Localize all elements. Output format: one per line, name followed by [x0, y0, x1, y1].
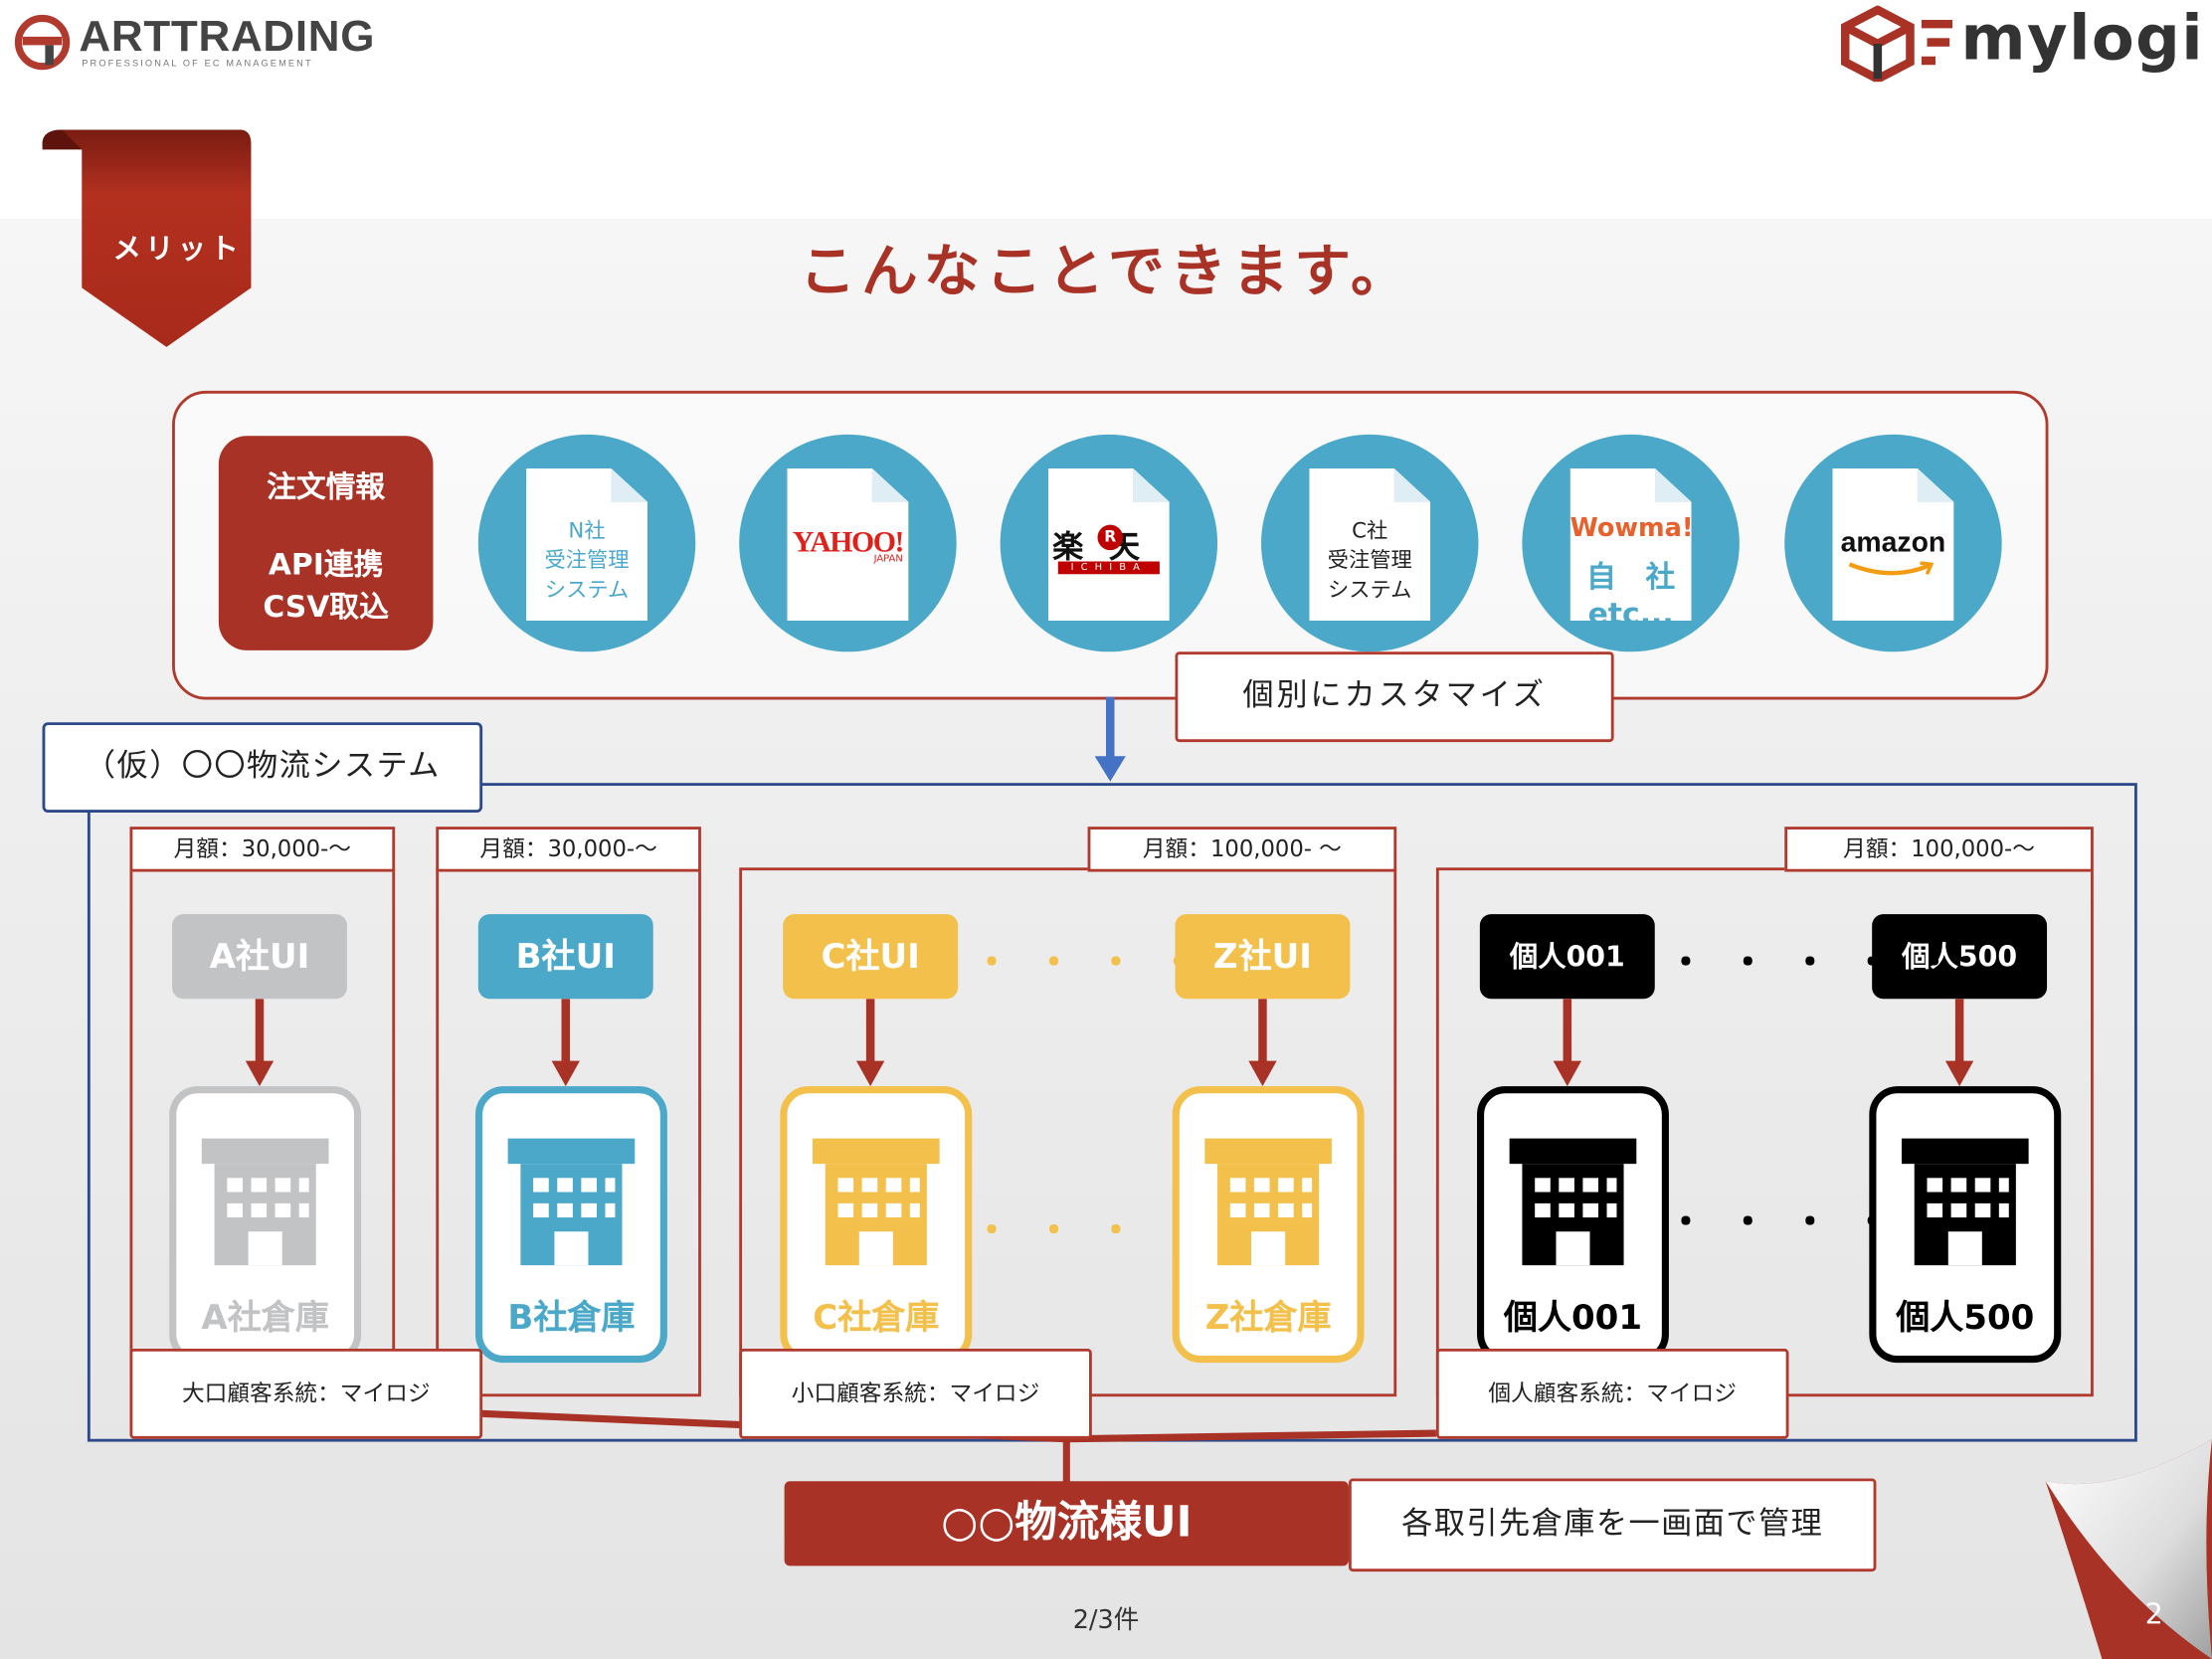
source-rakuten: 楽天 R ICHIBA	[1000, 434, 1218, 652]
c-warehouse: C社倉庫	[780, 1086, 973, 1364]
arrow-down-icon	[1553, 999, 1581, 1087]
c-ui-button[interactable]: C社UI	[783, 914, 959, 1000]
order-info-methods: API連携 CSV取込	[263, 547, 389, 624]
ribbon-label: メリット	[112, 231, 243, 266]
ellipsis-dots: ・・・・・	[973, 942, 1284, 986]
individual-001-warehouse: 個人001	[1477, 1086, 1669, 1364]
price-label: 月額：100,000-〜	[1784, 827, 2094, 872]
arttrading-emblem-icon	[14, 14, 71, 71]
building-icon	[1204, 1138, 1332, 1266]
arrow-down-icon	[1944, 999, 1974, 1087]
building-icon	[201, 1138, 329, 1266]
source-yahoo: YAHOO! JAPAN	[739, 434, 957, 652]
wowma-logo: Wowma!	[1569, 513, 1694, 544]
mylogi-speed-lines-icon	[1921, 19, 1953, 66]
pager-text: 2/3件	[1072, 1605, 1140, 1635]
logistics-system-label: （仮）〇〇物流システム	[42, 722, 483, 813]
mylogi-name: mylogi	[1960, 2, 2205, 76]
z-warehouse: Z社倉庫	[1172, 1086, 1365, 1364]
building-icon	[507, 1138, 636, 1266]
manage-note: 各取引先倉庫を一画面で管理	[1348, 1478, 1877, 1572]
arrow-down-icon	[245, 999, 275, 1087]
flow-arrow-down-icon	[1094, 696, 1126, 782]
a-warehouse: A社倉庫	[169, 1086, 362, 1364]
source-n-system: N社 受注管理 システム	[477, 434, 696, 652]
source-wowma-own: Wowma! 自 社 etc...	[1522, 434, 1740, 652]
arttrading-logo: ARTTRADING PROFESSIONAL OF EC MANAGEMENT	[14, 11, 409, 79]
route-label-small: 小口顧客系統：マイロジ	[739, 1348, 1092, 1439]
amazon-logo: amazon	[1840, 527, 1946, 559]
mylogi-cube-icon	[1840, 5, 1915, 83]
b-ui-button[interactable]: B社UI	[477, 914, 653, 1000]
order-info-title: 注文情報	[267, 469, 386, 504]
a-ui-button[interactable]: A社UI	[172, 914, 347, 1000]
rakuten-logo: 楽天	[1048, 522, 1170, 567]
building-icon	[1509, 1138, 1637, 1266]
b-warehouse: B社倉庫	[474, 1086, 667, 1364]
source-amazon: amazon	[1784, 434, 2002, 652]
individual-500-warehouse: 個人500	[1869, 1086, 2062, 1364]
arrow-down-icon	[1248, 999, 1277, 1087]
arrow-down-icon	[855, 999, 885, 1087]
page-title: こんなことできます。	[799, 240, 1413, 305]
price-label: 月額：30,000-〜	[129, 827, 396, 872]
page-number: 2	[2144, 1596, 2163, 1631]
z-ui-button[interactable]: Z社UI	[1175, 914, 1351, 1000]
mylogi-logo: mylogi	[1834, 0, 2212, 85]
ribbon-tag	[42, 129, 252, 347]
ellipsis-dots: ・・・・・	[1667, 942, 1978, 986]
order-info-box: 注文情報 API連携 CSV取込	[218, 436, 434, 650]
individual-001-ui-button[interactable]: 個人001	[1479, 914, 1655, 1000]
arttrading-name: ARTTRADING	[79, 11, 376, 61]
source-c-system: C社 受注管理 システム	[1261, 434, 1479, 652]
arrow-down-icon	[551, 999, 580, 1087]
price-label: 月額：100,000- 〜	[1087, 827, 1397, 872]
price-label: 月額：30,000-〜	[436, 827, 701, 872]
page-curl	[2045, 1438, 2212, 1659]
yahoo-logo: YAHOO!	[792, 524, 905, 559]
arttrading-tagline: PROFESSIONAL OF EC MANAGEMENT	[82, 59, 313, 70]
customize-label: 個別にカスタマイズ	[1175, 651, 1614, 743]
individual-500-ui-button[interactable]: 個人500	[1872, 914, 2048, 1000]
logistics-ui-button[interactable]: ○○物流様UI	[784, 1481, 1349, 1567]
building-icon	[1901, 1138, 2029, 1266]
route-label-individual: 個人顧客系統：マイロジ	[1435, 1348, 1789, 1439]
rakuten-r-badge-icon: R	[1097, 524, 1124, 551]
route-label-large: 大口顧客系統：マイロジ	[129, 1348, 483, 1439]
building-icon	[812, 1138, 940, 1266]
amazon-smile-icon	[1848, 561, 1935, 576]
